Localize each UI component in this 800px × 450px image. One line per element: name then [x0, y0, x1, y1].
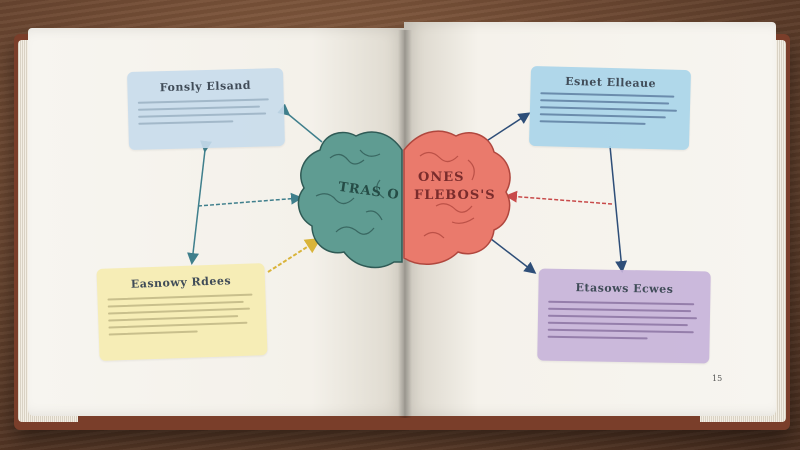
arrow-red-to-brain: [505, 190, 613, 205]
note-card-title: Etasows Ecwes: [575, 281, 674, 296]
note-card-text-lines: [539, 92, 680, 131]
note-card-text-lines: [137, 98, 275, 130]
right-connectors: [481, 112, 628, 274]
note-card-title: Fonsly Elsand: [159, 78, 252, 95]
note-card-bottom-left: Easnowy Rdees: [96, 263, 268, 361]
arrow-blue-card-to-brain: [277, 103, 323, 143]
note-card-text-lines: [107, 293, 256, 340]
note-card-top-left: Fonsly Elsand: [127, 67, 285, 151]
left-brain-hemisphere: [297, 131, 403, 269]
note-card-title: Easnowy Rdees: [130, 274, 232, 291]
left-connectors: [187, 103, 323, 273]
note-card-bottom-right: Etasows Ecwes: [537, 268, 711, 364]
arrow-yellow-card-to-brain: [267, 237, 322, 273]
note-card-title: Esnet Elleaue: [565, 74, 657, 91]
note-card-text-lines: [547, 300, 701, 346]
note-card-top-right: Esnet Elleaue: [528, 65, 692, 151]
arrow-left-to-brain: [197, 192, 303, 207]
right-brain-label-line1: ONES: [418, 170, 465, 185]
arrow-brain-to-cyan-card: [481, 112, 531, 145]
page-number: 15: [712, 374, 723, 383]
arrow-vertical-right: [609, 145, 628, 273]
right-brain-hemisphere: [403, 130, 511, 265]
right-brain-label-line2: FLEBOS'S: [414, 188, 496, 203]
